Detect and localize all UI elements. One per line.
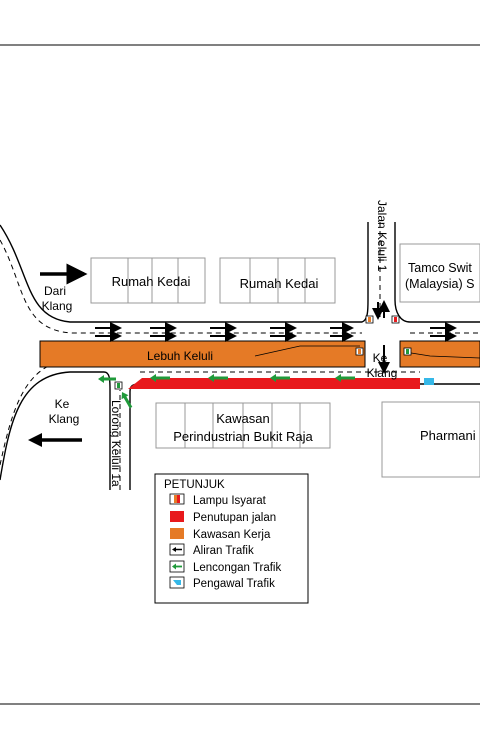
building-tamco [399,243,480,303]
legend-label: Aliran Trafik [193,545,254,557]
label-ke-left-2: Klang [49,412,80,426]
label-ke-mid-2: Klang [367,366,398,380]
work-zone-left [39,340,366,368]
building-pharmani [381,401,480,478]
legend-label: Pengawal Trafik [193,578,275,590]
building-rumah-kedai-2 [219,257,336,304]
detour-arrows [98,374,355,409]
legend-title: PETUNJUK [164,479,225,491]
ke-klang-arrowhead [28,433,42,447]
legend-traffic-controller-icon [169,576,185,589]
label-rumah-kedai-2: Rumah Kedai [240,276,319,291]
legend-label: Kawasan Kerja [193,529,271,541]
road-closure-zone [128,378,420,389]
legend-detour-arrow-icon [169,560,185,573]
label-dari-1: Dari [44,284,66,298]
label-lebuh-keluli: Lebuh Keluli [147,349,213,363]
traffic-controller-icon [424,378,434,385]
legend-label: Penutupan jalan [193,512,276,524]
lane-dashes [0,222,480,490]
work-zone-right [399,340,480,368]
label-dari-2: Klang [42,299,73,313]
work-zone-taper-right [404,351,480,359]
label-jalan-keluli-1: Jalan Keluli 1 [375,200,389,272]
work-zone-taper-left [254,345,360,357]
label-pharmani: Pharmani [420,428,476,443]
legend-traffic-flow-arrow-icon [169,543,185,556]
building-rumah-kedai-1 [90,257,206,304]
building-kawasan-perindustrian [155,402,331,449]
label-ke-mid-1: Ke [373,351,388,365]
traffic-light-icon [114,315,412,390]
traffic-flow-arrows [40,263,457,442]
legend: PETUNJUK Lampu Isyarat Penutupan jalan K… [154,473,309,604]
label-rumah-kedai-1: Rumah Kedai [112,274,191,289]
legend-traffic-light-icon [169,493,185,505]
legend-road-closure-swatch [170,511,184,522]
label-ke-left-1: Ke [55,397,70,411]
label-tamco-2: (Malaysia) S [405,277,474,291]
legend-label: Lencongan Trafik [193,562,281,574]
label-kawasan-1: Kawasan [216,411,269,426]
legend-work-zone-swatch [170,528,184,539]
label-lorong-keluli-1a: Lorong Keluli 1a [109,400,123,487]
legend-label: Lampu Isyarat [193,495,267,507]
label-tamco-1: Tamco Swit [408,261,472,275]
label-kawasan-2: Perindustrian Bukit Raja [173,429,313,444]
